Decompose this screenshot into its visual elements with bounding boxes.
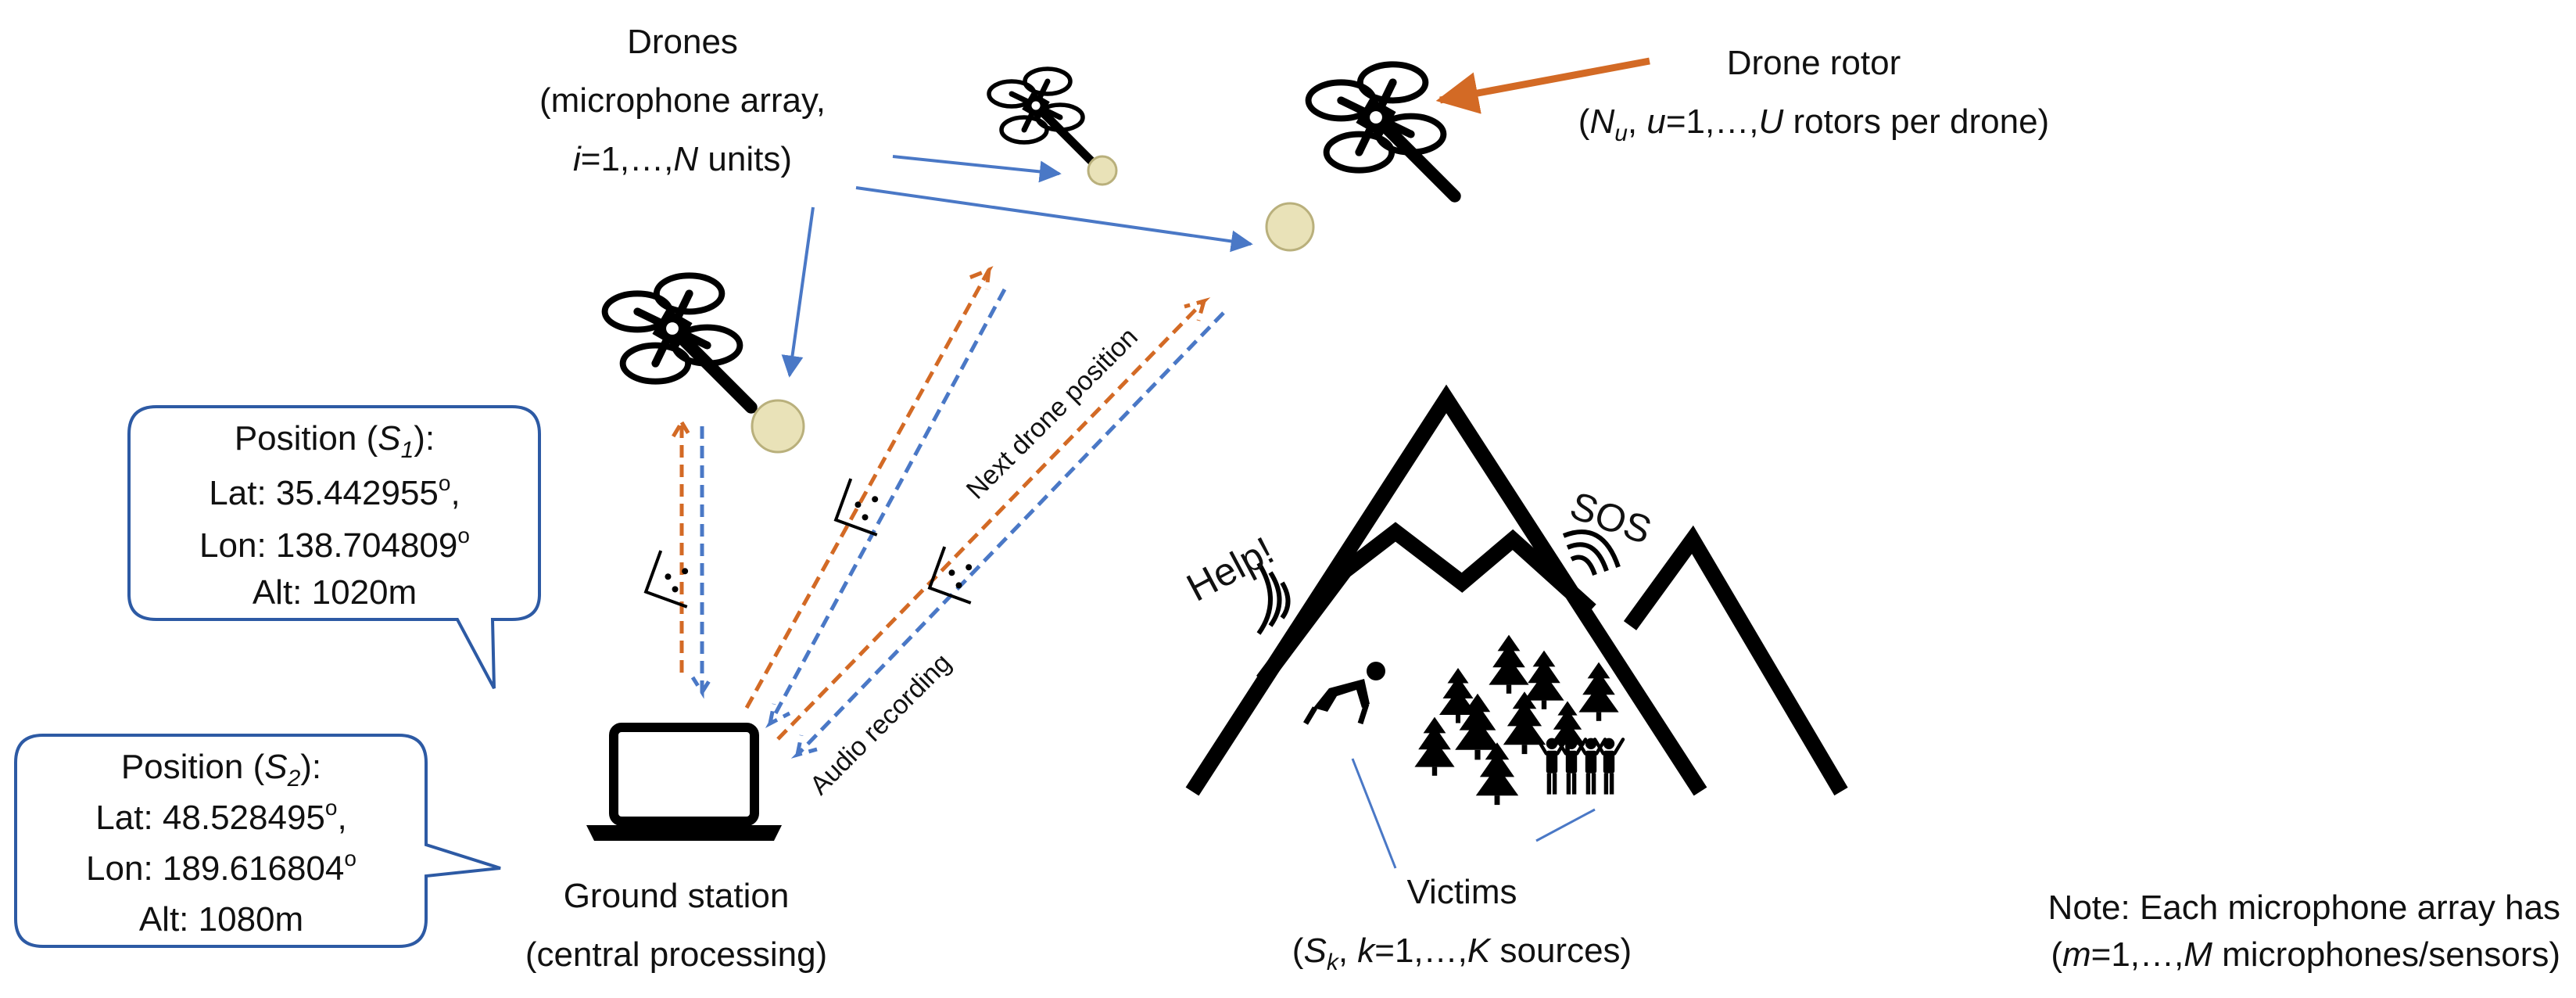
bubble1-text: Position (S1): Lat: 35.442955o, Lon: 138…	[199, 419, 470, 612]
victims-sources: (Sk, k=1,…,K sources)	[1292, 932, 1632, 975]
victims-label: Victims (Sk, k=1,…,K sources)	[1292, 873, 1632, 975]
ground-station-label: Ground station (central processing)	[525, 877, 827, 974]
drone-small	[989, 69, 1091, 160]
victim-pointer-1	[1351, 758, 1397, 869]
bubble2-position: Position (S2):	[121, 748, 321, 792]
arrow-to-left-drone	[781, 206, 815, 378]
position-bubble-1	[127, 405, 541, 689]
sos-label: SOS	[1564, 483, 1657, 553]
audio-signal-icon-1	[643, 550, 689, 608]
audio-signal-icon-2	[833, 478, 879, 537]
drone-large	[1309, 64, 1455, 196]
note-label: Note: Each microphone array has (m=1,…,M…	[2048, 889, 2560, 974]
victim-pointer-2	[1535, 808, 1596, 842]
victims-group	[1538, 738, 1623, 795]
bubble2-text: Position (S2): Lat: 48.528495o, Lon: 189…	[86, 748, 356, 939]
drones-units: i=1,…,N units)	[573, 140, 792, 178]
bubble1-lat: Lat: 35.442955o,	[209, 471, 460, 512]
microphone-array-left	[751, 399, 805, 454]
link-left-drone	[670, 415, 714, 699]
next-position-label: Next drone position	[961, 322, 1144, 505]
bubble1-position: Position (S1):	[235, 419, 435, 463]
audio-signal-icon-3	[927, 546, 973, 605]
rotor-pointer-arrow	[1435, 57, 1650, 114]
rotor-title: Drone rotor	[1727, 44, 1901, 82]
bubble2-lon: Lon: 189.616804o	[86, 846, 356, 888]
note-line2: (m=1,…,M microphones/sensors)	[2051, 935, 2560, 974]
ground-station-title: Ground station	[564, 877, 790, 915]
crawling-person-icon	[1302, 662, 1385, 725]
drones-label: Drones (microphone array, i=1,…,N units)	[539, 23, 826, 178]
link-right	[776, 297, 1225, 759]
link-middle	[744, 266, 1007, 728]
help-sound-waves	[1256, 562, 1291, 635]
arrow-to-small-drone	[892, 155, 1062, 183]
position-bubble-2	[14, 734, 501, 948]
bubble1-alt: Alt: 1020m	[253, 573, 417, 612]
bubble2-alt: Alt: 1080m	[139, 900, 303, 939]
drones-title: Drones	[627, 23, 738, 61]
bubble1-lon: Lon: 138.704809o	[199, 523, 470, 565]
note-line1: Note: Each microphone array has	[2048, 889, 2560, 927]
microphone-array-small	[1087, 155, 1118, 186]
ground-station-subtitle: (central processing)	[525, 935, 827, 974]
help-label: Help!	[1180, 528, 1281, 609]
rotor-count: (Nu, u=1,…,U rotors per drone)	[1578, 102, 2049, 146]
mountains	[1185, 384, 1848, 796]
laptop-icon	[586, 723, 782, 841]
microphone-array-large	[1265, 202, 1315, 252]
rotor-label: Drone rotor (Nu, u=1,…,U rotors per dron…	[1578, 44, 2049, 146]
drone-left	[605, 275, 751, 407]
sos-sound-waves	[1562, 530, 1621, 576]
drones-subtitle: (microphone array,	[539, 81, 826, 120]
victims-title: Victims	[1407, 873, 1517, 911]
bubble2-lat: Lat: 48.528495o,	[95, 795, 346, 837]
arrow-to-large-drone	[855, 186, 1253, 253]
